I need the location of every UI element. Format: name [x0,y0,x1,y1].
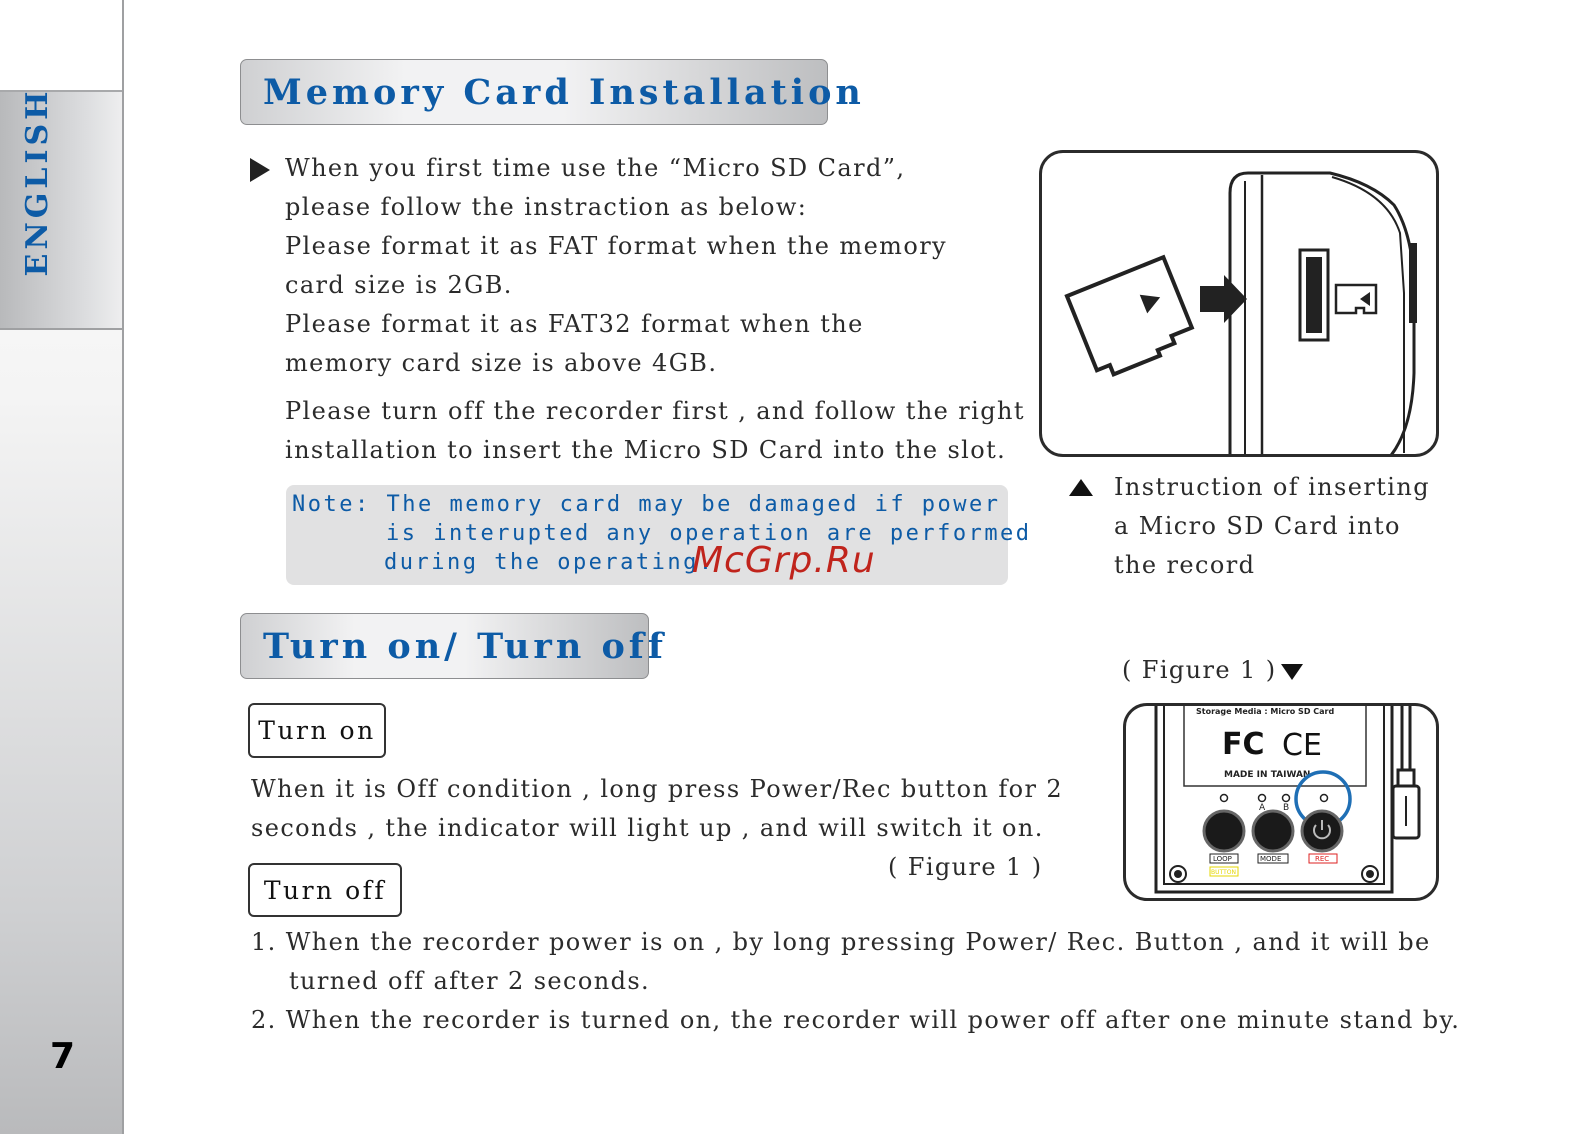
memory-line: memory card size is above 4GB. [285,349,718,377]
figure-1-label-text: ( Figure 1 ) [1122,656,1277,684]
turn-off-label: Turn off [248,863,402,917]
note-line-1: Note: The memory card may be damaged if … [292,492,1001,517]
sd-insert-illustration [1064,171,1417,454]
turn-off-item: 1. When the recorder power is on , by lo… [251,928,1431,956]
loop-label: LOOP [1213,855,1232,863]
memory-section-title: Memory Card Installation [263,71,865,113]
install-paragraph: Please turn off the recorder first , and… [285,392,1025,470]
figure-ref: ( Figure 1 ) [888,853,1043,881]
turn-off-list: 1. When the recorder power is on , by lo… [251,923,1460,1040]
fcc-logo: FC [1222,727,1265,762]
led-b-label: B [1283,803,1289,813]
sidebar-top [0,0,122,92]
device-panel-illustration: Storage Media : Micro SD Card FC CE MADE… [1154,706,1421,894]
rec-label: REC [1315,855,1329,863]
figure-1-label: ( Figure 1 ) [1122,651,1303,690]
memory-paragraph: When you first time use the “Micro SD Ca… [285,149,947,383]
sub-label: BUTTON [1211,869,1236,876]
turn-on-paragraph: When it is Off condition , long press Po… [251,770,1063,848]
triangle-down-icon [1280,663,1303,680]
memory-line: card size is 2GB. [285,271,513,299]
turn-on-line: When it is Off condition , long press Po… [251,775,1064,803]
note-line-3: during the operating. [384,550,715,575]
memory-line: Please format it as FAT32 format when th… [285,310,864,338]
caption-line: the record [1114,551,1256,579]
turn-on-label: Turn on [248,703,386,758]
language-sidebar [0,0,124,1134]
memory-line: Please format it as FAT format when the … [285,232,948,260]
note-line-2: is interupted any operation are performe… [386,521,1032,546]
play-bullet-icon [250,158,270,182]
caption-line: Instruction of inserting [1114,473,1430,501]
triangle-up-icon [1069,479,1093,496]
storage-text: Storage Media : Micro SD Card [1196,707,1334,716]
device-panel-figure: Storage Media : Micro SD Card FC CE MADE… [1123,703,1439,901]
install-line: Please turn off the recorder first , and… [285,397,1025,425]
turn-section-header: Turn on/ Turn off [240,613,663,679]
turn-on-line: seconds , the indicator will light up , … [251,814,1044,842]
figure-caption: Instruction of inserting a Micro SD Card… [1114,468,1430,585]
watermark: McGrp.Ru [692,540,876,581]
memory-section-header: Memory Card Installation [240,59,861,125]
led-a-label: A [1259,803,1266,813]
made-in-text: MADE IN TAIWAN [1224,770,1310,780]
turn-section-title: Turn on/ Turn off [263,625,667,667]
memory-line: please follow the instraction as below: [285,193,808,221]
ce-logo: CE [1282,728,1322,763]
memory-line: When you first time use the “Micro SD Ca… [285,154,906,182]
caption-line: a Micro SD Card into [1114,512,1401,540]
note-box [286,485,1008,585]
turn-off-item-cont: turned off after 2 seconds. [289,967,651,995]
language-label: ENGLISH [20,87,55,277]
turn-off-item: 2. When the recorder is turned on, the r… [251,1006,1461,1034]
mode-label: MODE [1260,855,1281,863]
install-line: installation to insert the Micro SD Card… [285,436,1007,464]
language-tab [0,92,122,330]
page-number: 7 [50,1036,76,1077]
sd-insert-figure [1039,150,1439,457]
